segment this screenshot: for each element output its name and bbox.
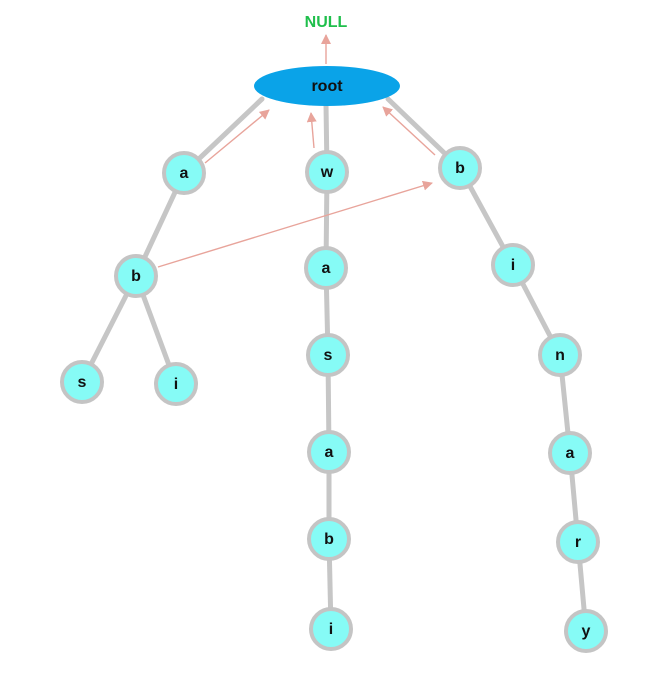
node-circle: [162, 151, 206, 195]
failure-link-a1-to-root: [204, 109, 270, 164]
node-label: s: [324, 347, 333, 364]
node-label: i: [174, 376, 178, 393]
node-circle: [307, 517, 351, 561]
failure-link-b1-to-root: [382, 106, 436, 156]
node-circle: [60, 360, 104, 404]
trie-node-ab: b: [114, 254, 158, 298]
trie-node-bina: a: [548, 431, 592, 475]
node-label: s: [78, 374, 87, 391]
node-label: i: [329, 621, 333, 638]
trie-node-w1: w: [305, 150, 349, 194]
trie-node-was: s: [306, 333, 350, 377]
node-circle: [564, 609, 608, 653]
node-circle: [154, 362, 198, 406]
null-label: NULL: [305, 14, 348, 31]
trie-node-binary: y: [564, 609, 608, 653]
trie-node-wasa: a: [307, 430, 351, 474]
trie-node-a1: a: [162, 151, 206, 195]
node-label: b: [131, 268, 141, 285]
node-label: a: [566, 445, 575, 462]
failure-link-ab-to-b1: [157, 180, 433, 268]
trie-node-bi: i: [491, 243, 535, 287]
trie-node-wasabi: i: [309, 607, 353, 651]
node-label: a: [180, 165, 189, 182]
node-circle: [491, 243, 535, 287]
trie-node-abi: i: [154, 362, 198, 406]
node-circle: [309, 607, 353, 651]
node-circle: [548, 431, 592, 475]
node-circle: [307, 430, 351, 474]
trie-node-abs: s: [60, 360, 104, 404]
node-label: b: [324, 531, 334, 548]
root-node: root: [254, 66, 400, 106]
trie-node-b1: b: [438, 146, 482, 190]
trie-node-bin: n: [538, 333, 582, 377]
node-label: n: [555, 347, 565, 364]
node-label: r: [575, 534, 581, 551]
node-circle: [114, 254, 158, 298]
failure-link-w1-to-root: [306, 112, 317, 149]
tree-nodes: NULL root a w b b s i a s a b i i n a r y: [60, 14, 608, 653]
trie-node-wa: a: [304, 246, 348, 290]
node-circle: [438, 146, 482, 190]
trie-node-binar: r: [556, 520, 600, 564]
node-circle: [306, 333, 350, 377]
node-circle: [556, 520, 600, 564]
trie-node-wasab: b: [307, 517, 351, 561]
node-label: a: [325, 444, 334, 461]
failure-links: [157, 34, 436, 268]
node-label: a: [322, 260, 331, 277]
node-label: i: [511, 257, 515, 274]
node-label: b: [455, 160, 465, 177]
node-circle: [305, 150, 349, 194]
root-ellipse: [254, 66, 400, 106]
node-label: y: [582, 623, 591, 640]
node-circle: [304, 246, 348, 290]
root-label: root: [311, 78, 343, 95]
node-label: w: [320, 164, 334, 181]
node-circle: [538, 333, 582, 377]
